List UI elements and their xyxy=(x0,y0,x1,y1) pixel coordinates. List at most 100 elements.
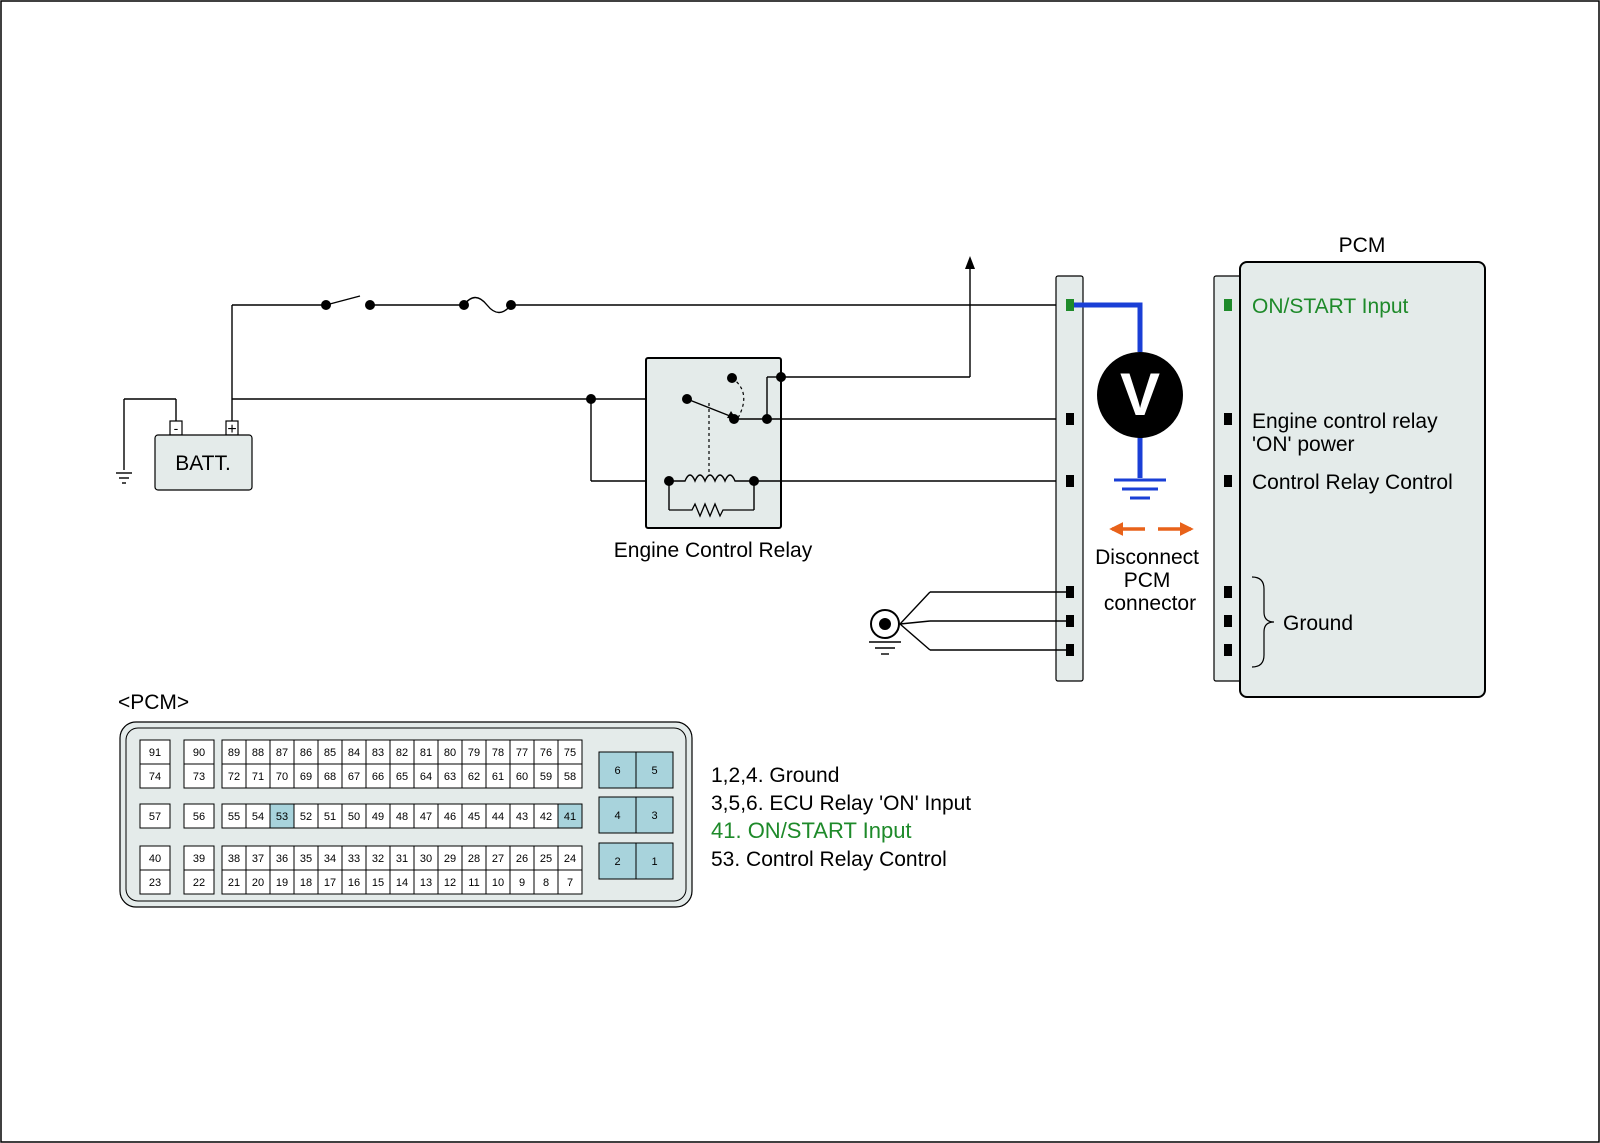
connector-pin-36: 36 xyxy=(276,853,288,865)
battery-plus-terminal: + xyxy=(227,421,236,438)
connector-pin-77: 77 xyxy=(516,747,528,759)
connector-pin-2: 2 xyxy=(614,856,620,868)
pcm-pin-ground-2 xyxy=(1224,615,1232,627)
pcm-pin-ground-3 xyxy=(1224,644,1232,656)
connector-pin-28-cell xyxy=(461,845,487,871)
connector-pin-38-cell xyxy=(221,845,247,871)
connector-pin-10: 10 xyxy=(492,877,504,889)
connector-pin-29-cell xyxy=(437,845,463,871)
connector-pin-47-cell xyxy=(413,803,439,829)
connector-pin-33-cell xyxy=(341,845,367,871)
connector-pin-74: 74 xyxy=(149,771,161,783)
connector-pin-50: 50 xyxy=(348,811,360,823)
connector-pin-46-cell xyxy=(437,803,463,829)
connector-pin-72-cell xyxy=(221,763,247,789)
connector-pin-55: 55 xyxy=(228,811,240,823)
connector-pin-62-cell xyxy=(461,763,487,789)
disconnect-label-line3: connector xyxy=(1104,592,1196,615)
ignition-line xyxy=(231,295,1068,421)
connector-pin-71-cell xyxy=(245,763,271,789)
connector-pin-22-cell xyxy=(183,869,215,895)
connector-pin-17: 17 xyxy=(324,877,336,889)
connector-pin-62: 62 xyxy=(468,771,480,783)
legend-item: 1,2,4. Ground xyxy=(711,764,839,787)
connector-pin-21-cell xyxy=(221,869,247,895)
connector-pin-59-cell xyxy=(533,763,559,789)
connector-pin-87: 87 xyxy=(276,747,288,759)
connector-pin-29: 29 xyxy=(444,853,456,865)
pcm-label-on-start: ON/START Input xyxy=(1252,295,1409,318)
connector-pin-19-cell xyxy=(269,869,295,895)
connector-pin-42: 42 xyxy=(540,811,552,823)
connector-pin-3: 3 xyxy=(651,810,657,822)
connector-pin-85: 85 xyxy=(324,747,336,759)
connector-pin-20-cell xyxy=(245,869,271,895)
connector-pin-2-cell xyxy=(598,842,637,880)
connector-pin-73: 73 xyxy=(193,771,205,783)
connector-pin-46: 46 xyxy=(444,811,456,823)
battery: - + BATT. xyxy=(116,398,253,491)
connector-pin-47: 47 xyxy=(420,811,432,823)
connector-pin-38: 38 xyxy=(228,853,240,865)
connector-pin-6: 6 xyxy=(614,765,620,777)
connector-pin-52-cell xyxy=(293,803,319,829)
connector-pin-11: 11 xyxy=(468,877,479,889)
connector-pin-66: 66 xyxy=(372,771,384,783)
connector-pin-40-cell xyxy=(139,845,171,871)
pcm-label-ground: Ground xyxy=(1283,612,1353,635)
connector-pin-18-cell xyxy=(293,869,319,895)
connector-pin-41-cell xyxy=(557,803,583,829)
harness-pin-relay-power xyxy=(1066,413,1074,425)
connector-pin-27-cell xyxy=(485,845,511,871)
connector-pin-42-cell xyxy=(533,803,559,829)
connector-pin-14-cell xyxy=(389,869,415,895)
connector-pin-89: 89 xyxy=(228,747,240,759)
relay-body xyxy=(645,357,782,529)
connector-pin-6-cell xyxy=(598,751,637,789)
connector-pin-76: 76 xyxy=(540,747,552,759)
connector-pin-80-cell xyxy=(437,739,463,765)
relay-switch-arm xyxy=(686,398,731,417)
connector-pin-11-cell xyxy=(461,869,487,895)
connector-pin-68: 68 xyxy=(324,771,336,783)
engine-control-relay: Engine Control Relay xyxy=(614,256,1068,562)
ignition-switch-blade xyxy=(325,295,361,306)
chassis-ground-icon xyxy=(869,609,901,655)
legend-item: 41. ON/START Input xyxy=(711,818,912,843)
disconnect-label-line1: Disconnect xyxy=(1095,546,1199,569)
battery-body xyxy=(154,434,253,491)
connector-pin-73-cell xyxy=(183,763,215,789)
pcm-label-relay-power-line2: 'ON' power xyxy=(1252,433,1355,456)
legend-item: 53. Control Relay Control xyxy=(711,848,947,871)
connector-pin-75-cell xyxy=(557,739,583,765)
connector-pin-9: 9 xyxy=(519,877,525,889)
connector-pin-90-cell xyxy=(183,739,215,765)
connector-pin-86: 86 xyxy=(300,747,312,759)
connector-pin-80: 80 xyxy=(444,747,456,759)
connector-pin-31: 31 xyxy=(396,853,408,865)
connector-pin-67: 67 xyxy=(348,771,360,783)
connector-pin-26: 26 xyxy=(516,853,528,865)
battery-label: BATT. xyxy=(175,452,231,475)
connector-pin-43: 43 xyxy=(516,811,528,823)
connector-pin-8-cell xyxy=(533,869,559,895)
connector-pin-37: 37 xyxy=(252,853,264,865)
connector-pin-49: 49 xyxy=(372,811,384,823)
connector-pin-25: 25 xyxy=(540,853,552,865)
connector-pin-17-cell xyxy=(317,869,343,895)
connector-pin-82: 82 xyxy=(396,747,408,759)
connector-pin-21: 21 xyxy=(228,877,240,889)
connector-pin-84-cell xyxy=(341,739,367,765)
connector-pin-7-cell xyxy=(557,869,583,895)
connector-pin-56: 56 xyxy=(193,811,205,823)
connector-pin-91: 91 xyxy=(149,747,161,759)
svg-text:Disconnect PCM con: Disconnect PCM connector xyxy=(1095,546,1205,615)
connector-pin-35: 35 xyxy=(300,853,312,865)
fuse-icon xyxy=(463,296,512,314)
connector-pin-23-cell xyxy=(139,869,171,895)
connector-pin-43-cell xyxy=(509,803,535,829)
connector-pin-53: 53 xyxy=(276,811,288,823)
connector-pin-15: 15 xyxy=(372,877,384,889)
